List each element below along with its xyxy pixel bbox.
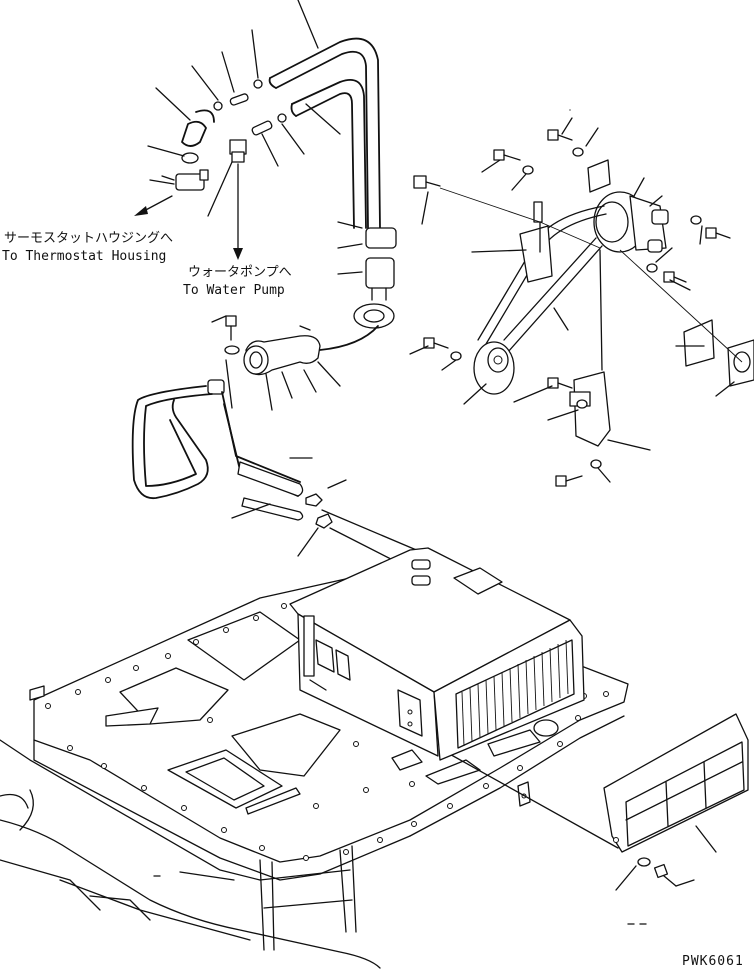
lower-hose-assembly — [131, 315, 441, 583]
thermostat-housing-label-jp: サーモスタットハウジングへ — [4, 231, 174, 246]
drawing-code: PWK6061 — [682, 954, 744, 969]
hose-fittings — [147, 29, 305, 217]
air-conditioner-unit — [289, 547, 585, 761]
thermostat-housing-label-en: To Thermostat Housing — [2, 249, 167, 264]
water-pump-label-jp: ウォータポンプへ — [188, 265, 292, 280]
heater-hose-assembly — [268, 0, 397, 329]
water-pump-label-en: To Water Pump — [183, 283, 285, 298]
thermostat-arrow-icon — [134, 195, 173, 216]
filter-cover — [603, 713, 749, 925]
compressor-belt-assembly — [409, 109, 754, 487]
water-pump-arrow-icon — [233, 163, 243, 260]
